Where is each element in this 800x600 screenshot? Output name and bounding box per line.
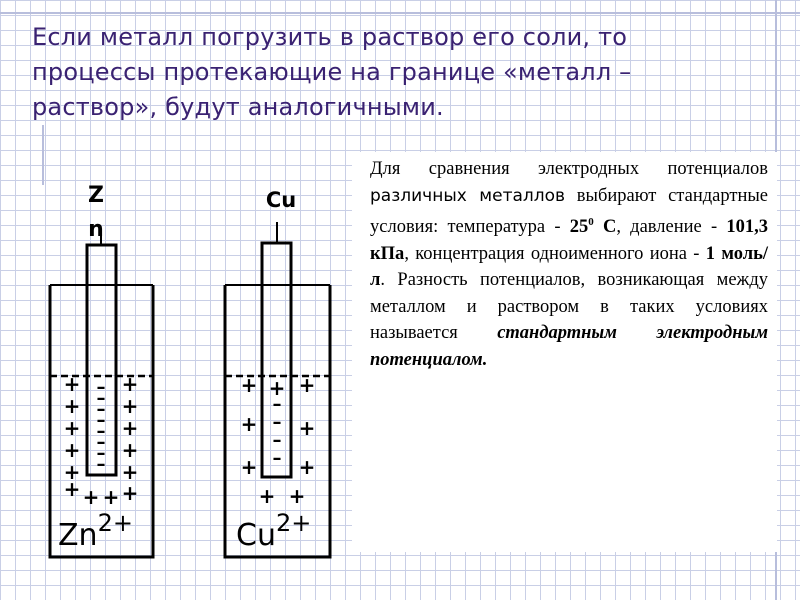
plus-sign: + [122, 372, 139, 396]
zinc-label-n: n [88, 217, 104, 242]
electrode-diagram: Z n + + + + + + + + + + + + + + – – – – … [48, 183, 332, 559]
copper-beaker [223, 284, 332, 559]
zinc-electrode [85, 230, 118, 477]
copper-ion-symbol: Cu [236, 518, 276, 553]
text-fragment: , концентрация одноименного иона - [404, 243, 706, 264]
minus-sign: – [97, 421, 106, 442]
plus-sign: + [83, 485, 100, 509]
zinc-beaker [48, 284, 155, 559]
slide-title: Если металл погрузить в раствор его соли… [32, 23, 632, 121]
zinc-ion-symbol: Zn [58, 518, 98, 553]
plus-sign: + [64, 460, 81, 484]
plus-sign: + [122, 460, 139, 484]
plus-sign: + [289, 484, 306, 508]
plus-sign: + [64, 394, 81, 418]
text-fragment: выбирают стандартные условия: температур… [370, 185, 768, 238]
plus-sign: + [241, 412, 258, 436]
degree-mark: 0 [588, 216, 594, 228]
zinc-ion-charge: 2+ [98, 509, 133, 537]
minus-sign: – [97, 410, 106, 431]
minus-sign: – [97, 399, 106, 420]
plus-sign: + [299, 455, 316, 479]
key-term: стандартным электродным потенциалом. [370, 323, 768, 370]
decor-line-horizontal [0, 12, 800, 14]
plus-sign: + [299, 373, 316, 397]
pressure-value: 101,3 кПа [370, 217, 768, 264]
minus-sign: – [97, 377, 106, 398]
plus-sign: + [103, 485, 120, 509]
temperature-value: 25 [569, 217, 589, 238]
minus-sign: – [97, 432, 106, 453]
plus-sign: + [122, 394, 139, 418]
minus-sign: – [97, 454, 106, 475]
plus-sign: + [122, 416, 139, 440]
decor-line-vertical [42, 125, 44, 185]
plus-sign: + [122, 481, 139, 505]
minus-sign: – [273, 394, 282, 415]
zinc-label-z: Z [88, 183, 104, 208]
plus-sign: + [122, 438, 139, 462]
text-fragment: , давление - [616, 217, 727, 238]
plus-sign: + [259, 484, 276, 508]
text-panel [352, 152, 777, 552]
plus-sign: + [241, 455, 258, 479]
plus-sign: + [64, 477, 81, 501]
concentration-value: 1 моль/л [370, 243, 768, 291]
zinc-beaker-outline [48, 285, 155, 559]
minus-sign: – [273, 448, 282, 469]
copper-electrode [260, 222, 293, 479]
plus-sign: + [241, 373, 258, 397]
copper-beaker-outline [223, 285, 332, 559]
text-fragment: . Разность потенциалов, возникающая межд… [370, 270, 768, 344]
plus-sign: + [64, 372, 81, 396]
minus-sign: – [97, 388, 106, 409]
minus-sign: – [97, 443, 106, 464]
plus-sign: + [299, 416, 316, 440]
plus-sign: + [64, 416, 81, 440]
text-fragment-sans: различных металлов [370, 185, 566, 206]
copper-ion-charge: 2+ [276, 509, 311, 537]
minus-sign: – [273, 430, 282, 451]
plus-sign: + [64, 438, 81, 462]
temperature-unit: С [593, 217, 617, 238]
body-paragraph: Для сравнения электродных потенциалов ра… [370, 156, 768, 373]
copper-ion-label: Cu2+ [236, 509, 311, 553]
plus-sign: + [269, 376, 286, 400]
zinc-ion-label: Zn2+ [58, 509, 133, 553]
copper-label: Cu [266, 188, 296, 212]
text-fragment: Для сравнения электродных потенциалов [370, 159, 768, 179]
minus-sign: – [273, 412, 282, 433]
